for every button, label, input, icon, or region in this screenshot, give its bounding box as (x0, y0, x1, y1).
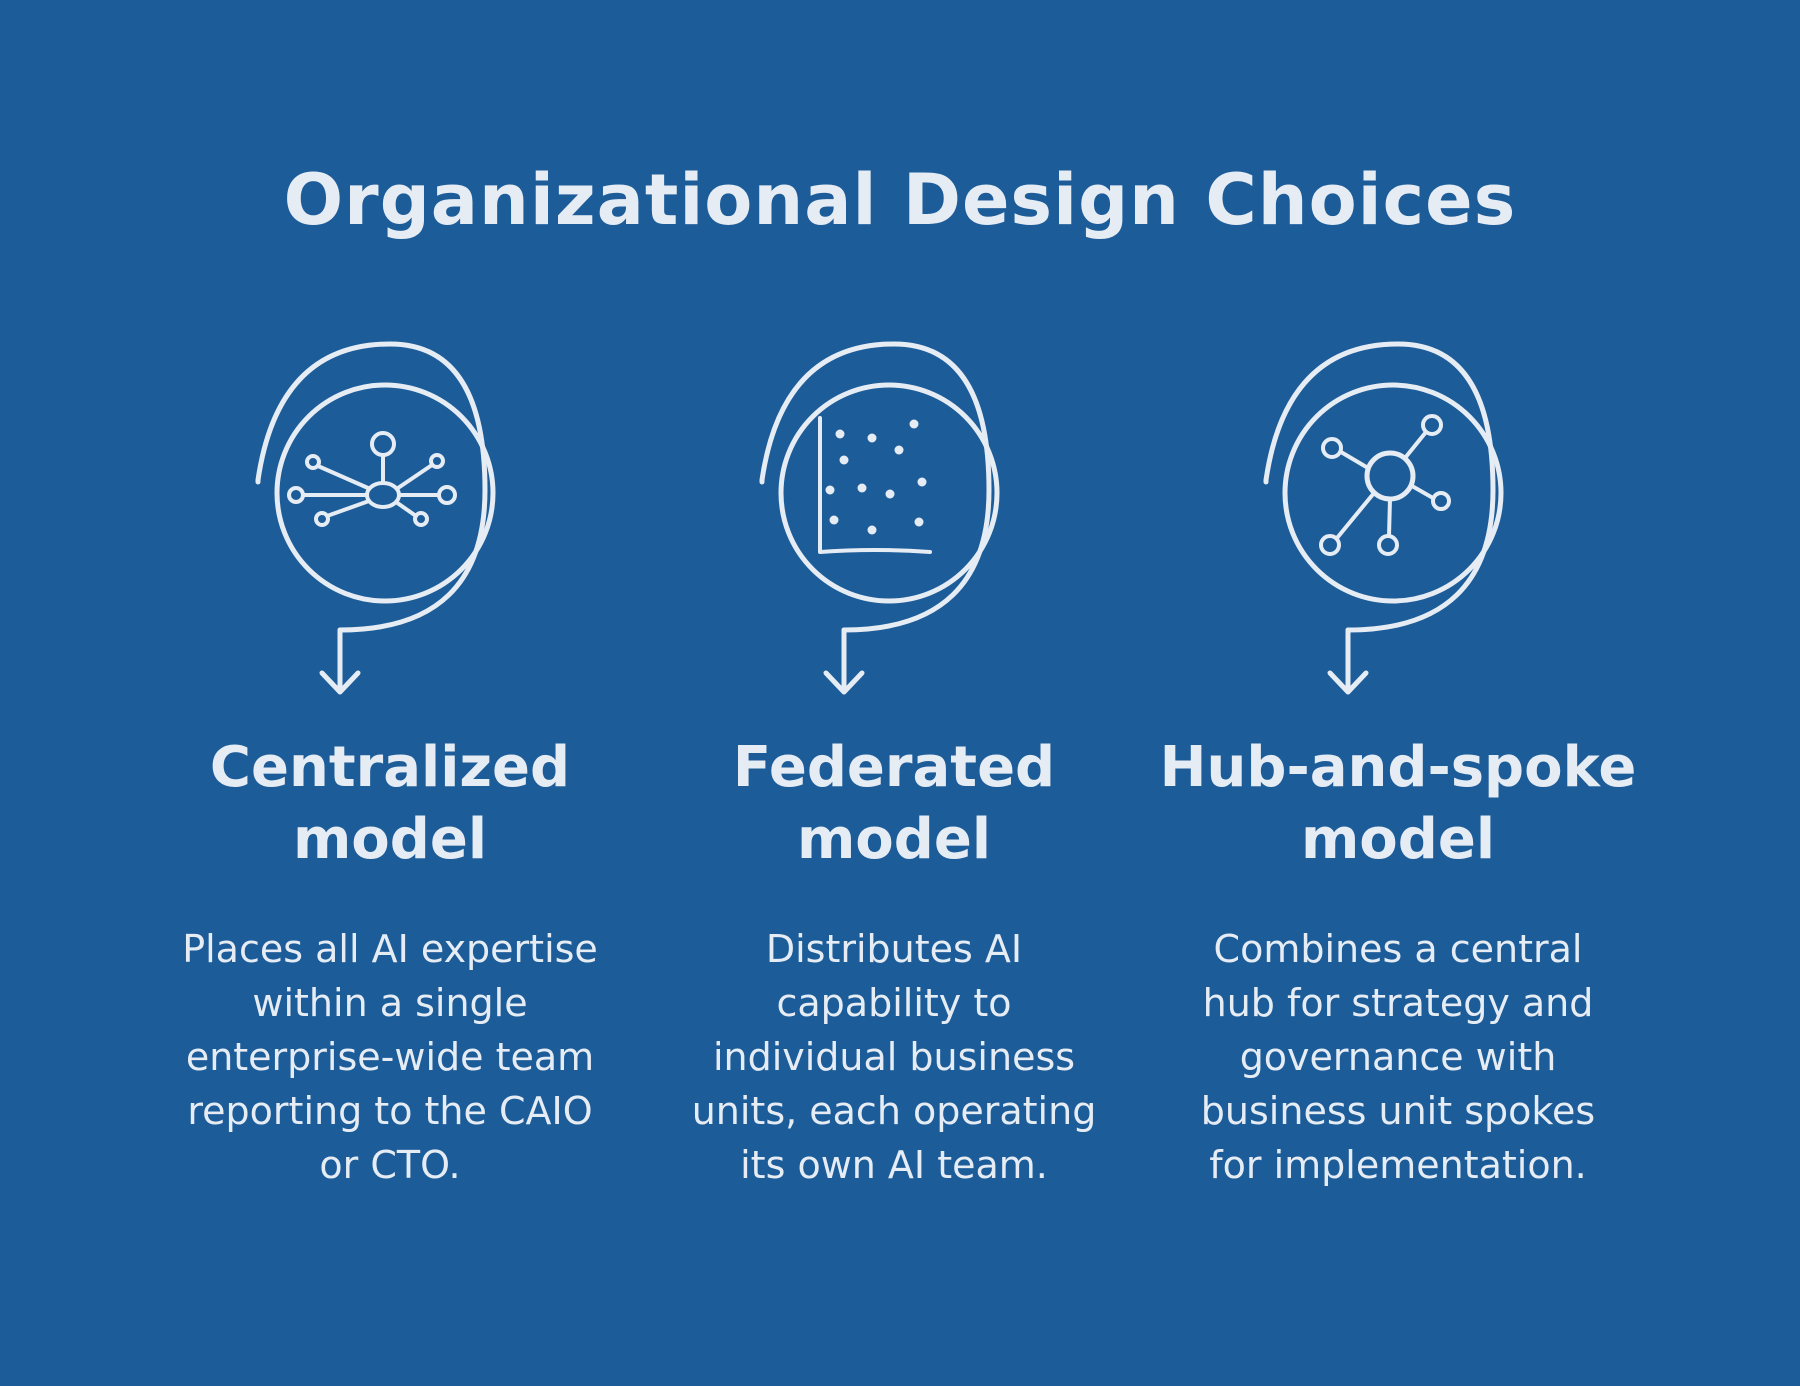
hub-glyph (1319, 414, 1451, 556)
inner-circle (778, 382, 1000, 604)
scatter-glyph (818, 416, 932, 554)
card-description: Combines a central hub for strategy and … (1200, 927, 1596, 1187)
card-heading: Federated model (732, 735, 1056, 872)
inner-circle (1282, 382, 1504, 604)
arrow-head (319, 670, 361, 695)
card-description: Distributes AI capability to individual … (691, 927, 1097, 1187)
arrow-head (823, 670, 865, 695)
card-description: Places all AI expertise within a single … (182, 927, 598, 1187)
hub-spoke-network-icon (1263, 341, 1504, 695)
swirl-arc (255, 341, 488, 633)
inner-circle (274, 382, 496, 604)
page-title: Organizational Design Choices (283, 159, 1517, 241)
card-heading: Hub-and-spoke model (1159, 735, 1637, 872)
swirl-arc (1263, 341, 1496, 633)
swirl-arc (759, 341, 992, 633)
scatter-plot-icon (759, 341, 1000, 695)
arrow-head (1327, 670, 1369, 695)
network-glyph (287, 431, 457, 527)
centralized-network-icon (255, 341, 496, 695)
card-heading: Centralized model (209, 735, 571, 872)
